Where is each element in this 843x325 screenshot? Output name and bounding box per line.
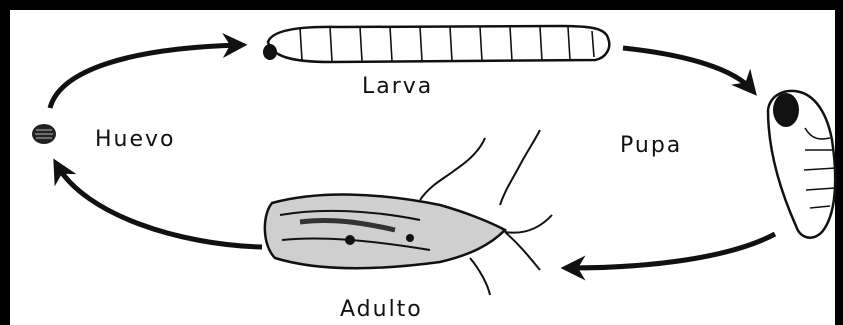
arrow-larva-to-pupa (623, 48, 752, 90)
arrow-egg-to-larva (50, 45, 240, 108)
pupa-label: Pupa (620, 133, 682, 158)
larva-icon (263, 26, 609, 62)
egg-icon (32, 124, 56, 144)
huevo-label: Huevo (95, 127, 176, 152)
arrow-pupa-to-adult (568, 234, 775, 268)
adulto-label: Adulto (340, 297, 423, 322)
larva-label: Larva (362, 74, 433, 99)
arrow-adult-to-egg (57, 165, 262, 247)
adult-moth-icon (265, 130, 552, 295)
pupa-icon (768, 91, 836, 238)
